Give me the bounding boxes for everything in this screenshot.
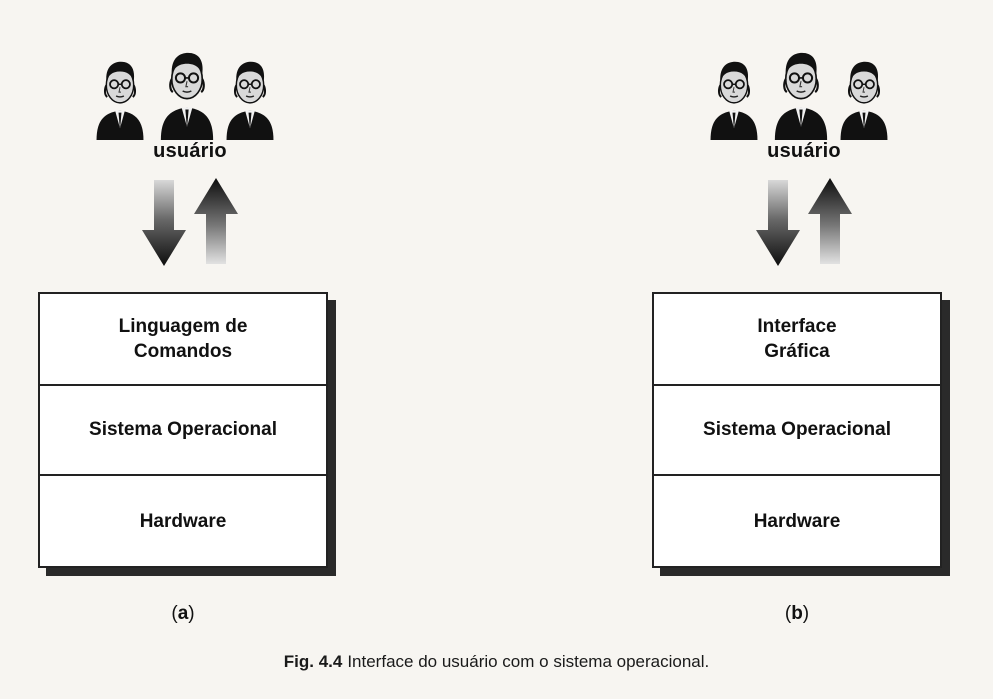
arrow-down-icon (142, 180, 186, 266)
layer-bottom-label: Hardware (139, 510, 227, 532)
sublabel-close: ) (188, 603, 195, 624)
layer-middle-label: Sistema Operacional (703, 418, 891, 440)
layer-top-line1: Interface (757, 316, 837, 337)
layer-stack: Linguagem de Comandos Sistema Operaciona… (38, 292, 328, 568)
layer-operating-system: Sistema Operacional (40, 384, 326, 476)
layer-hardware: Hardware (40, 474, 326, 568)
layer-top-line2: Comandos (133, 341, 233, 362)
interaction-arrows-icon (756, 178, 852, 266)
interaction-arrows-icon (142, 178, 238, 266)
layer-stack: Interface Gráfica Sistema Operacional Ha… (652, 292, 942, 568)
arrow-down-icon (756, 180, 800, 266)
figure-caption-text: Interface do usuário com o sistema opera… (347, 652, 710, 671)
layer-operating-system: Sistema Operacional (654, 384, 940, 476)
panel-sublabel-b: (b) (652, 603, 942, 625)
user-label: usuário (767, 140, 841, 162)
layer-bottom-label: Hardware (753, 510, 841, 532)
layer-top-line2: Gráfica (764, 341, 830, 362)
layer-top-line1: Linguagem de (118, 316, 248, 337)
panel-graphical-interface: usuário Interface Gráfica Sistema Operac… (614, 0, 974, 640)
user-label: usuário (153, 140, 227, 162)
sublabel-letter: b (791, 603, 803, 624)
layer-graphical-interface: Interface Gráfica (654, 294, 940, 386)
figure-number: Fig. 4.4 (283, 652, 343, 671)
panel-sublabel-a: (a) (38, 603, 328, 625)
panel-command-language: usuário Linguagem de Comandos Sistema Op… (0, 0, 360, 640)
sublabel-letter: a (177, 603, 189, 624)
sublabel-open: ( (784, 603, 792, 624)
layer-command-language: Linguagem de Comandos (40, 294, 326, 386)
layer-hardware: Hardware (654, 474, 940, 568)
sublabel-close: ) (802, 603, 810, 624)
sublabel-open: ( (171, 603, 178, 624)
users-group-icon (95, 51, 275, 140)
arrow-up-icon (194, 178, 238, 264)
users-group-icon (709, 51, 889, 140)
layer-middle-label: Sistema Operacional (89, 418, 277, 440)
arrow-up-icon (808, 178, 852, 264)
